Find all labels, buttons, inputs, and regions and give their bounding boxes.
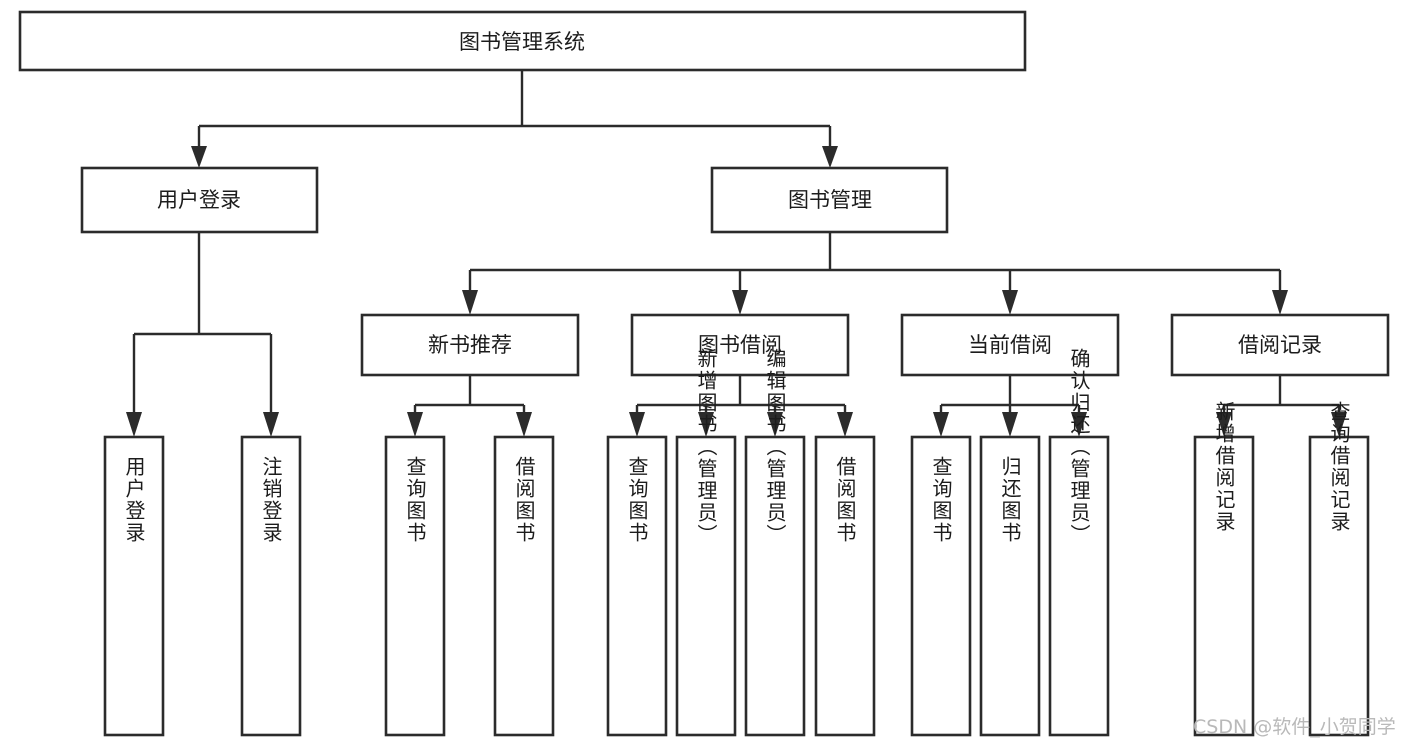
arrow-root-to-userlogin	[191, 146, 207, 168]
leaf-user-login-1[interactable]: 用户登录	[103, 435, 165, 737]
watermark: CSDN @软件_小贺同学	[1193, 716, 1396, 738]
arrow-bookborrow-leaf-1	[629, 412, 645, 437]
leaf-current-borrow-3-label: 确认归还（管理员）	[1067, 348, 1091, 546]
node-new-book-recommend[interactable]: 新书推荐	[360, 313, 580, 377]
arrow-bookmgmt-to-currentborrow	[1002, 290, 1018, 315]
leaf-borrow-record-1-label: 新增借阅记录	[1212, 401, 1236, 533]
node-current-borrow-box[interactable]	[900, 313, 1120, 377]
arrow-userlogin-leaf-1	[126, 412, 142, 437]
arrow-bookborrow-leaf-4	[837, 412, 853, 437]
arrow-currentborrow-leaf-1	[933, 412, 949, 437]
leaf-borrow-record-2-box[interactable]	[1308, 435, 1370, 737]
node-user-login-label: 用户登录	[157, 188, 241, 212]
leaf-book-borrow-3-box[interactable]	[744, 435, 806, 737]
leaf-current-borrow-1-label: 查询图书	[929, 456, 953, 544]
leaf-new-book-1-box[interactable]	[384, 435, 446, 737]
node-root[interactable]: 图书管理系统	[18, 10, 1027, 72]
leaf-new-book-1[interactable]: 查询图书	[384, 435, 446, 737]
arrow-newbook-leaf-1	[407, 412, 423, 437]
leaf-book-borrow-1-label: 查询图书	[625, 456, 649, 544]
node-current-borrow-label: 当前借阅	[968, 333, 1052, 357]
leaf-user-login-1-box[interactable]	[103, 435, 165, 737]
node-user-login[interactable]: 用户登录	[80, 166, 319, 234]
leaf-book-borrow-4-box[interactable]	[814, 435, 876, 737]
leaf-current-borrow-2[interactable]: 归还图书	[979, 435, 1041, 737]
leaf-book-borrow-2-box[interactable]	[675, 435, 737, 737]
node-borrow-record-box[interactable]	[1170, 313, 1390, 377]
leaf-book-borrow-2[interactable]: 新增图书（管理员）	[675, 348, 737, 737]
arrow-borrowrecord-leaf-2	[1331, 412, 1347, 437]
leaf-current-borrow-1-box[interactable]	[910, 435, 972, 737]
arrow-userlogin-leaf-2	[263, 412, 279, 437]
leaf-current-borrow-1[interactable]: 查询图书	[910, 435, 972, 737]
leaf-book-borrow-1[interactable]: 查询图书	[606, 435, 668, 737]
node-new-book-recommend-box[interactable]	[360, 313, 580, 377]
node-current-borrow[interactable]: 当前借阅	[900, 313, 1120, 377]
leaf-user-login-1-label: 用户登录	[122, 456, 146, 544]
arrow-bookborrow-leaf-2	[698, 412, 714, 437]
node-book-management-label: 图书管理	[788, 188, 872, 212]
arrow-borrowrecord-leaf-1	[1216, 412, 1232, 437]
leaf-current-borrow-2-box[interactable]	[979, 435, 1041, 737]
arrow-newbook-leaf-2	[516, 412, 532, 437]
leaf-current-borrow-3-box[interactable]	[1048, 435, 1110, 737]
leaf-new-book-2[interactable]: 借阅图书	[493, 435, 555, 737]
leaf-new-book-2-label: 借阅图书	[512, 456, 536, 544]
arrow-root-to-bookmgmt	[822, 146, 838, 168]
node-user-login-box[interactable]	[80, 166, 319, 234]
leaf-new-book-1-label: 查询图书	[403, 456, 427, 544]
node-root-label: 图书管理系统	[459, 30, 585, 54]
leaf-borrow-record-1[interactable]: 新增借阅记录	[1193, 401, 1255, 737]
leaf-book-borrow-3-label: 编辑图书（管理员）	[763, 348, 787, 546]
leaf-book-borrow-3[interactable]: 编辑图书（管理员）	[744, 348, 806, 737]
leaf-borrow-record-2[interactable]: 查询借阅记录	[1308, 401, 1370, 737]
leaf-new-book-2-box[interactable]	[493, 435, 555, 737]
leaf-borrow-record-2-label: 查询借阅记录	[1327, 401, 1351, 533]
node-borrow-record-label: 借阅记录	[1238, 333, 1322, 357]
leaf-user-login-2[interactable]: 注销登录	[240, 435, 302, 737]
leaf-current-borrow-2-label: 归还图书	[998, 456, 1022, 544]
arrow-currentborrow-leaf-2	[1002, 412, 1018, 437]
leaf-current-borrow-3[interactable]: 确认归还（管理员）	[1048, 348, 1110, 737]
arrow-bookmgmt-to-borrowrecord	[1272, 290, 1288, 315]
leaf-book-borrow-4[interactable]: 借阅图书	[814, 435, 876, 737]
node-book-management-box[interactable]	[710, 166, 949, 234]
node-book-borrow-label: 图书借阅	[698, 333, 782, 357]
arrow-currentborrow-leaf-3	[1071, 412, 1087, 437]
arrow-bookborrow-leaf-3	[767, 412, 783, 437]
arrow-bookmgmt-to-bookborrow	[732, 290, 748, 315]
node-new-book-recommend-label: 新书推荐	[428, 333, 512, 357]
leaf-book-borrow-1-box[interactable]	[606, 435, 668, 737]
leaf-user-login-2-box[interactable]	[240, 435, 302, 737]
leaf-book-borrow-2-label: 新增图书（管理员）	[694, 348, 718, 546]
leaf-borrow-record-1-box[interactable]	[1193, 435, 1255, 737]
arrow-bookmgmt-to-newbook	[462, 290, 478, 315]
leaf-user-login-2-label: 注销登录	[259, 456, 283, 544]
node-book-borrow-box[interactable]	[630, 313, 850, 377]
node-root-box[interactable]	[18, 10, 1027, 72]
node-book-borrow[interactable]: 图书借阅	[630, 313, 850, 377]
node-borrow-record[interactable]: 借阅记录	[1170, 313, 1390, 377]
node-book-management[interactable]: 图书管理	[710, 166, 949, 234]
connectors	[126, 70, 1347, 437]
leaf-book-borrow-4-label: 借阅图书	[833, 456, 857, 544]
